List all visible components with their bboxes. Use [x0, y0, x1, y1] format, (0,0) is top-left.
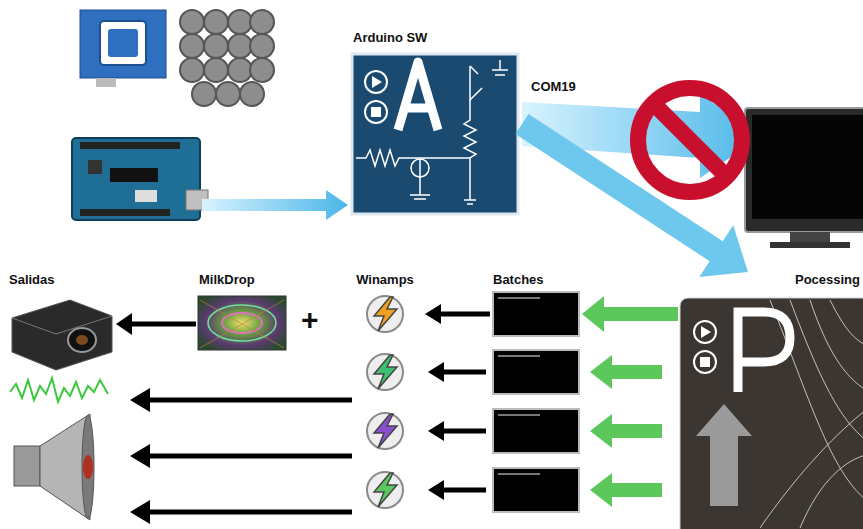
output-devices: Salidas	[6, 272, 116, 372]
prohibited-sign	[638, 88, 742, 192]
data-arrow	[202, 190, 348, 220]
software-box: Arduino SW	[350, 30, 522, 218]
flow-arrow	[582, 296, 678, 332]
monitor	[745, 108, 863, 248]
green-arrows	[590, 355, 662, 507]
arduino-ide-icon	[352, 54, 518, 214]
software-box: Pocessing	[678, 272, 863, 529]
milkdrop-visual	[198, 296, 286, 350]
winamp-icon	[367, 413, 403, 449]
node-heading: Batches	[490, 272, 582, 288]
processing-icon	[680, 298, 863, 529]
flow-arrow	[425, 304, 490, 324]
projector	[12, 300, 112, 370]
output-arrows	[130, 388, 352, 524]
player-icon: Winamps	[345, 272, 425, 346]
node-heading: Arduino SW	[350, 30, 522, 46]
winamp-icon	[367, 296, 403, 332]
black-arrows	[428, 362, 486, 500]
winamp-icon	[367, 472, 403, 508]
sound-wave	[10, 378, 108, 402]
flow-arrow	[116, 313, 196, 335]
batch-windows	[493, 292, 579, 512]
port-label: COM19	[528, 78, 579, 96]
rfid-tokens	[180, 10, 274, 106]
visualizer-image: MilkDrop	[196, 272, 291, 354]
node-heading: MilkDrop	[196, 272, 291, 288]
plus-sign: +	[301, 304, 319, 336]
node-heading: Winamps	[345, 272, 425, 288]
winamp-icon	[367, 354, 403, 390]
flow-arrow	[522, 124, 748, 277]
arduino-board	[72, 138, 208, 220]
console-window: Batches	[490, 272, 582, 338]
node-heading: Salidas	[6, 272, 116, 288]
rfid-reader	[80, 10, 166, 87]
node-heading: Pocessing	[678, 272, 863, 288]
speaker	[14, 414, 94, 520]
